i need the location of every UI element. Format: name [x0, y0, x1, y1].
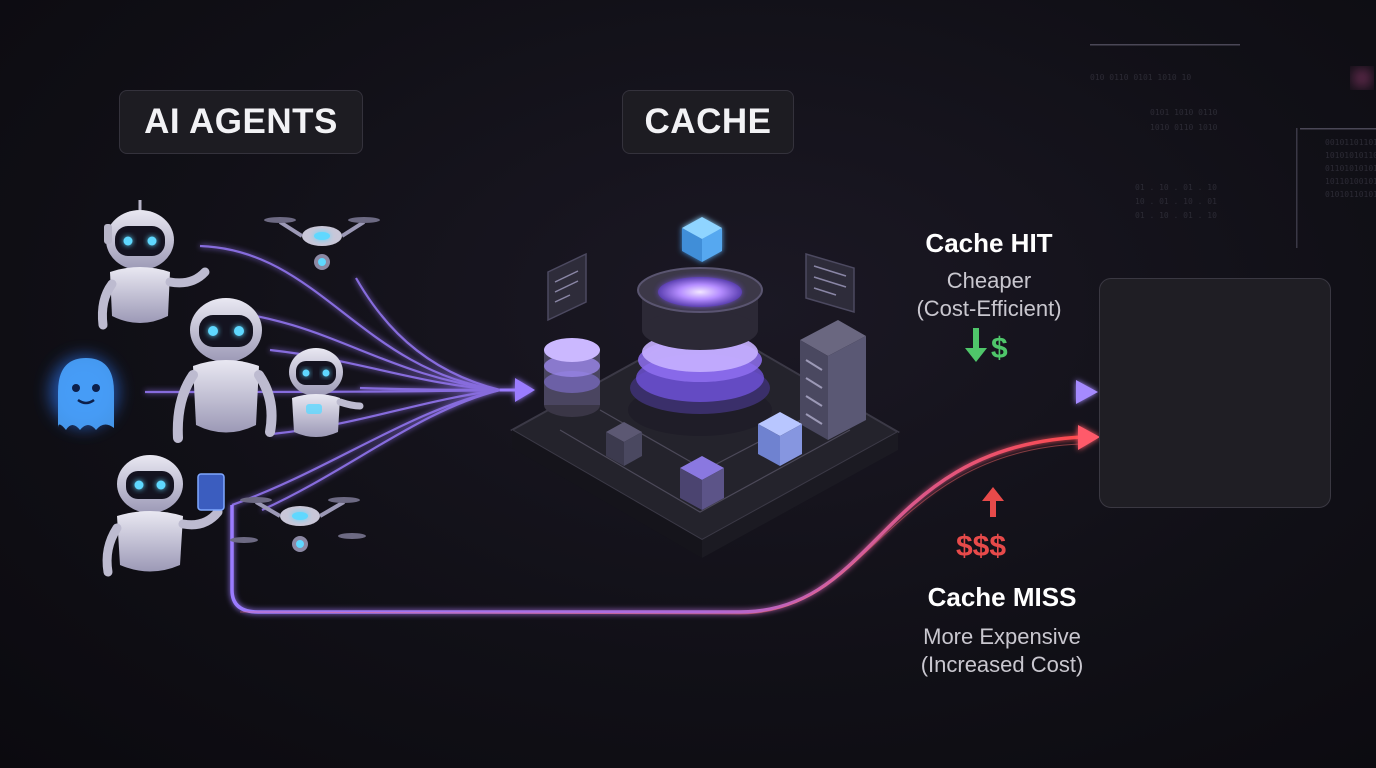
robot-icon	[289, 348, 364, 437]
cache-miss-line2: (Increased Cost)	[920, 652, 1084, 677]
cache-hit-title: Cache HIT	[925, 228, 1053, 258]
robot-icon	[172, 298, 277, 443]
cache-hit-block: Cache HIT Cheaper (Cost-Efficient)	[876, 228, 1102, 323]
svg-text:10 . 01 . 10 . 01: 10 . 01 . 10 . 01	[1135, 197, 1217, 206]
down-arrow-icon	[965, 328, 987, 362]
drone-icon	[230, 497, 366, 552]
cache-miss-block: Cache MISS More Expensive (Increased Cos…	[882, 582, 1122, 679]
ghost-agent-icon	[50, 356, 118, 430]
cache-hit-cost: $	[965, 328, 1008, 366]
svg-text:1010 0110 1010: 1010 0110 1010	[1150, 123, 1218, 132]
external-service-box	[1099, 278, 1331, 508]
cache-miss-arrowhead	[1078, 425, 1100, 450]
svg-text:010 0110 0101 1010 10: 010 0110 0101 1010 10	[1090, 73, 1191, 82]
cache-miss-line1: More Expensive	[923, 624, 1081, 649]
svg-text:0101 1010 0110: 0101 1010 0110	[1150, 108, 1218, 117]
cache-miss-title: Cache MISS	[927, 582, 1077, 612]
corner-glow-dot	[1356, 72, 1368, 84]
svg-text:01101010101: 01101010101	[1325, 164, 1376, 173]
cache-hit-line2: (Cost-Efficient)	[916, 296, 1062, 321]
svg-text:01 . 10 . 01 . 10: 01 . 10 . 01 . 10	[1135, 183, 1217, 192]
ai-agents-label: AI AGENTS	[119, 90, 363, 154]
svg-text:01010110101: 01010110101	[1325, 190, 1376, 199]
cache-hit-cost-value: $	[991, 332, 1008, 365]
cache-hit-line1: Cheaper	[946, 268, 1032, 293]
svg-text:10110100101: 10110100101	[1325, 177, 1376, 186]
cache-server-stack-icon	[509, 217, 901, 558]
cache-miss-cost: $$$	[956, 530, 1007, 563]
drone-icon	[264, 217, 380, 270]
cache-hit-arrowhead	[1076, 380, 1098, 404]
robot-icon	[102, 455, 225, 577]
arrow-into-cache	[500, 378, 535, 402]
up-arrow-icon	[982, 487, 1004, 517]
svg-text:01 . 10 . 01 . 10: 01 . 10 . 01 . 10	[1135, 211, 1217, 220]
cache-label: CACHE	[622, 90, 794, 154]
svg-text:10101010110: 10101010110	[1325, 151, 1376, 160]
background-code-decoration: 010 0110 0101 1010 10 0101 1010 0110 101…	[1090, 44, 1376, 248]
cache-miss-path	[230, 435, 1086, 614]
robot-icon	[97, 200, 210, 330]
svg-text:00101101101: 00101101101	[1325, 138, 1376, 147]
